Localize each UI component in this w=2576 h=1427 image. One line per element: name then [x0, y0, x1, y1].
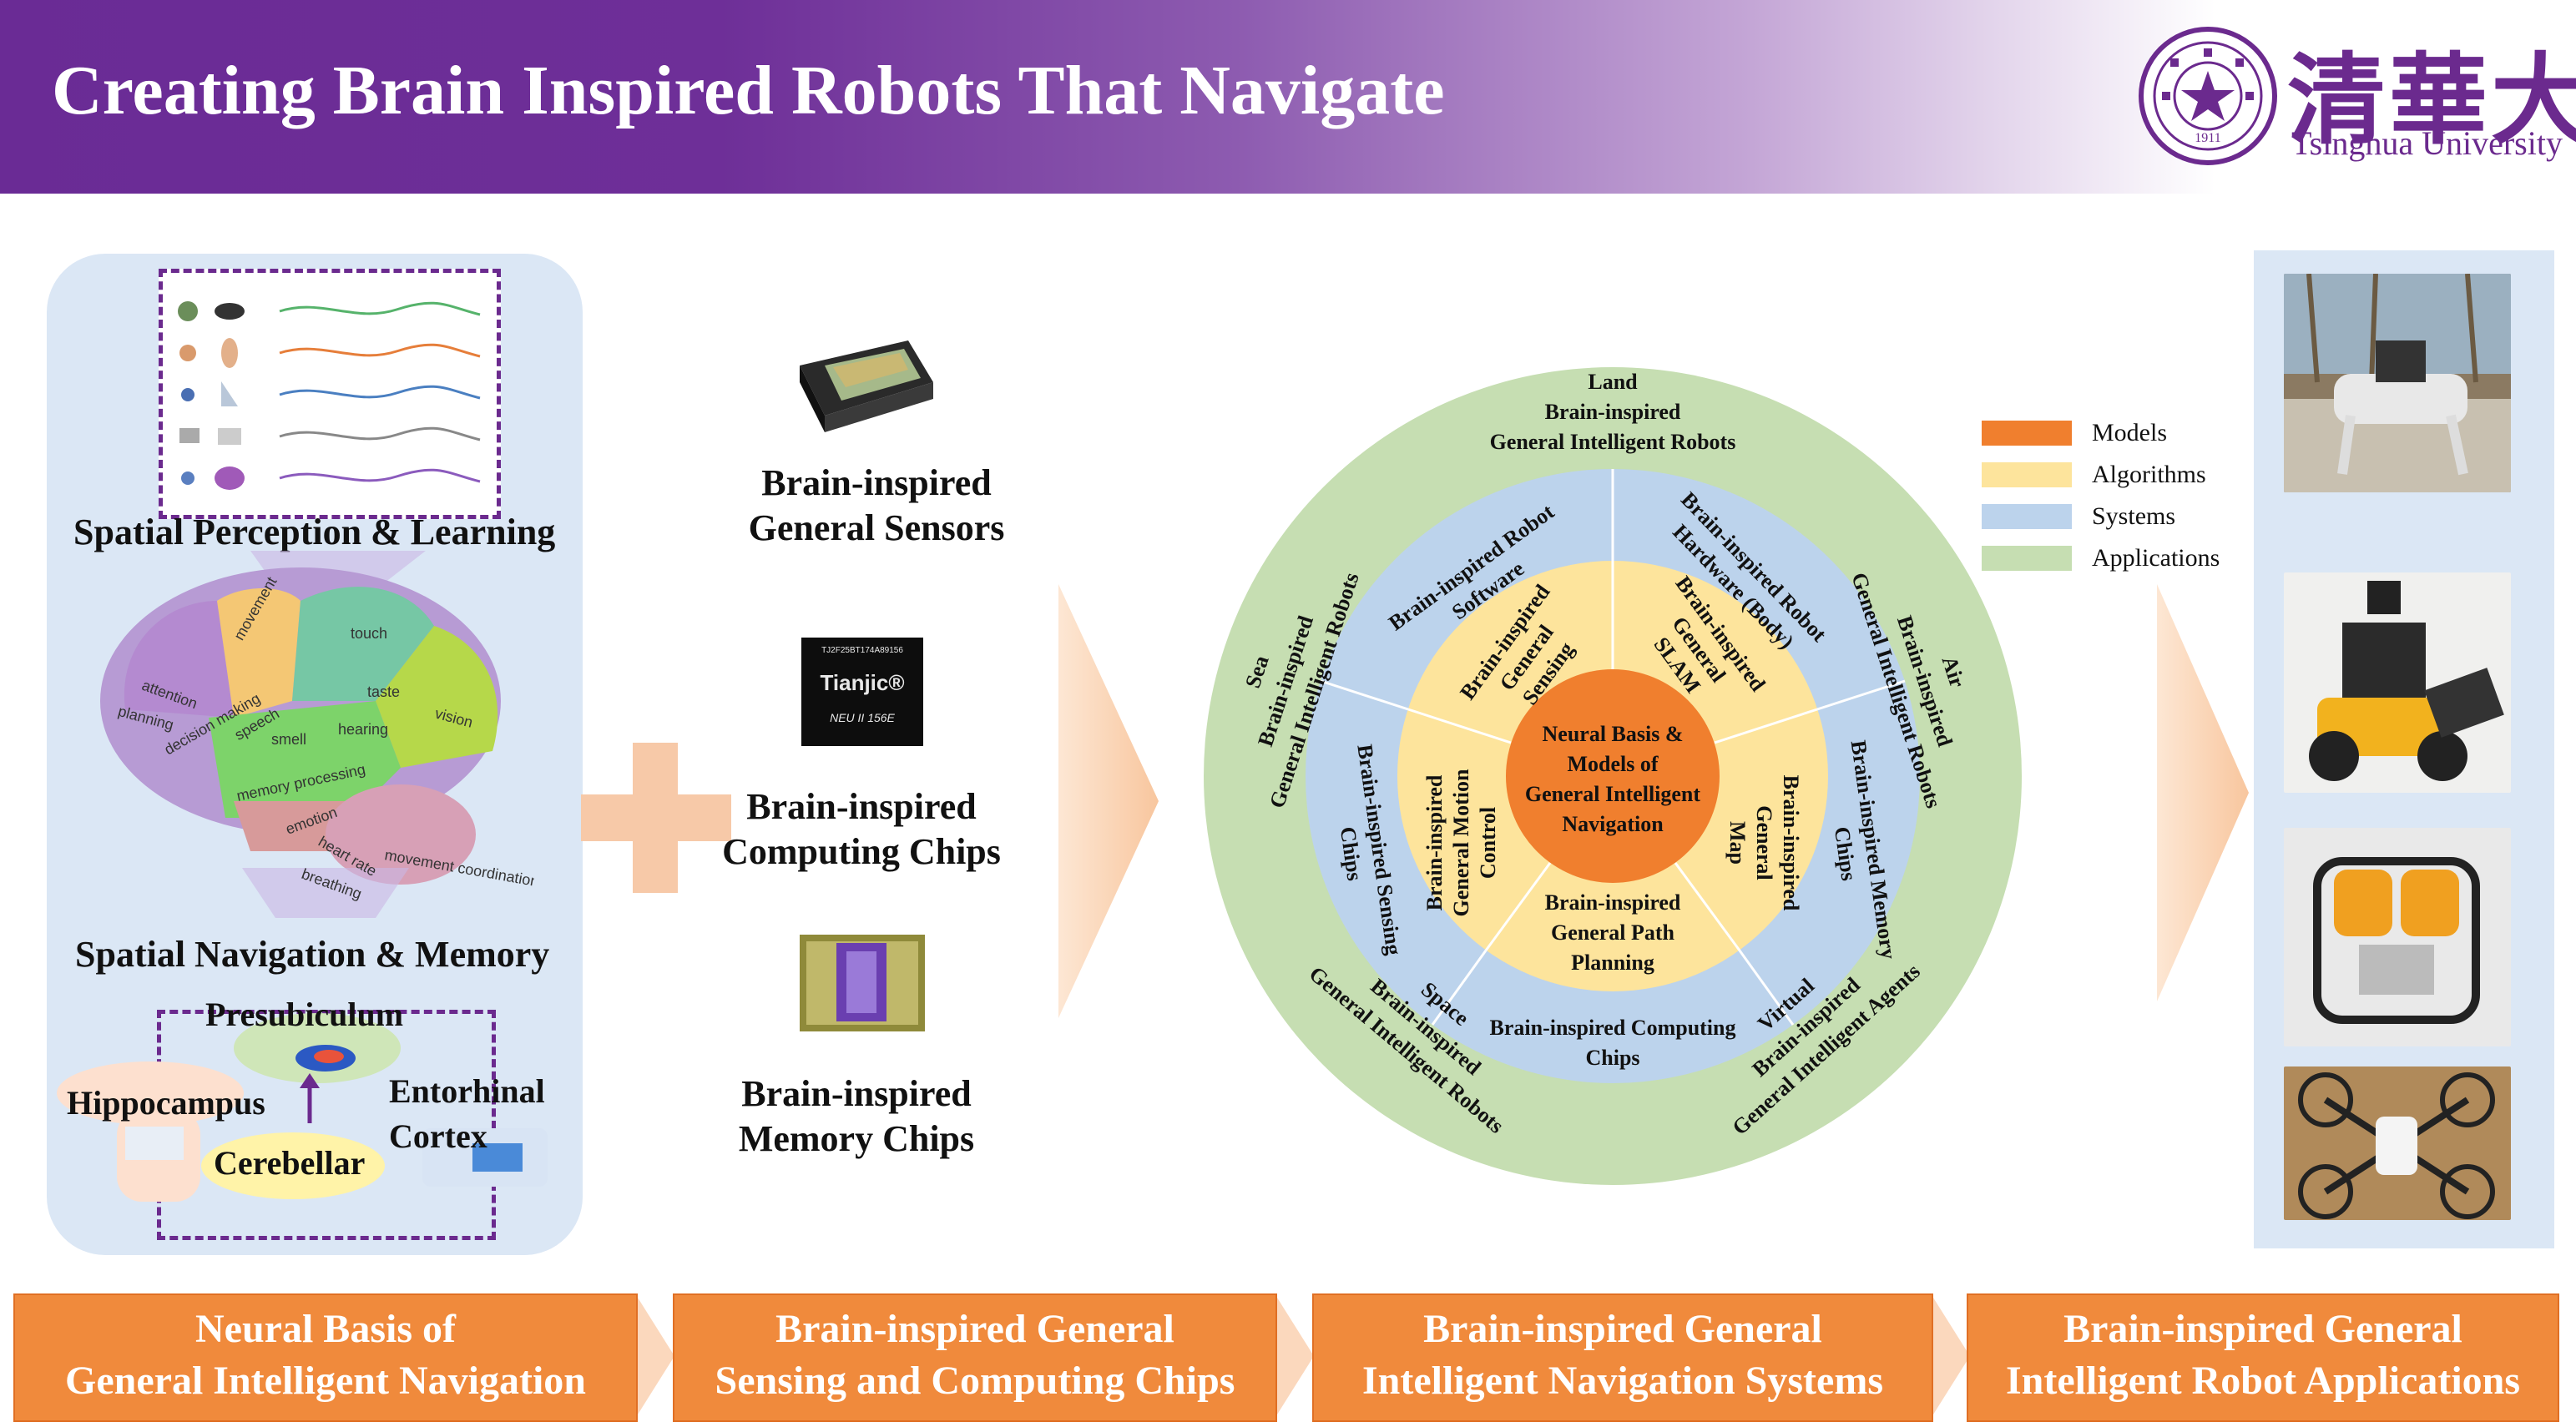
stage-arrow-icon — [638, 1298, 674, 1414]
memory-label-line2: Memory Chips — [738, 1118, 975, 1159]
hippocampus-icon — [57, 1061, 244, 1202]
algo-map-1: Brain-inspired — [1779, 775, 1803, 911]
perception-title: Spatial Perception & Learning — [73, 512, 556, 552]
quadruped-robot-image — [2284, 274, 2511, 492]
stage-2-line1: Brain-inspired General — [775, 1307, 1174, 1351]
presubiculum-label: Presubiculum — [205, 996, 404, 1033]
app-land-1: Land — [1588, 370, 1638, 394]
flow-chevron-icon — [1058, 584, 1159, 1018]
computing-label-line2: Computing Chips — [722, 831, 1001, 872]
flow-chevron-icon-2 — [2157, 584, 2249, 1001]
tianjic-model: NEU II 156E — [830, 711, 895, 724]
center-line3: General Intelligent — [1525, 782, 1700, 806]
cerebellar-icon — [201, 1132, 385, 1199]
brain-label-smell: smell — [271, 731, 306, 748]
legend-label: Models — [2092, 419, 2167, 446]
stage-2-line2: Sensing and Computing Chips — [715, 1359, 1235, 1403]
computing-label: Brain-inspired Computing Chips — [720, 784, 1003, 875]
tianjic-name: Tianjic® — [820, 670, 905, 695]
sensor-chip-icon — [800, 340, 933, 432]
brain-illustration: movement touch attention planning decisi… — [100, 551, 534, 918]
presubiculum-icon — [234, 1013, 401, 1083]
sensory-neurons-icon — [178, 301, 481, 490]
algo-path-2: General Path — [1551, 920, 1675, 945]
sensor-label: Brain-inspired General Sensors — [735, 461, 1018, 551]
perception-sense-illustration — [159, 269, 501, 519]
navigation-title: Spatial Navigation & Memory — [75, 934, 550, 975]
center-line1: Neural Basis & — [1543, 722, 1684, 746]
entorhinal-label-line2: Cortex — [389, 1117, 487, 1155]
legend-item-applications: Applications — [1982, 537, 2220, 579]
stage-applications: Brain-inspired General Intelligent Robot… — [1967, 1293, 2559, 1422]
brain-label-hearing: hearing — [338, 721, 388, 738]
brain-label-touch: touch — [351, 625, 387, 642]
plus-icon-bar — [581, 794, 731, 841]
arrow-up-icon — [300, 1073, 320, 1123]
algo-path-1: Brain-inspired — [1545, 890, 1681, 915]
stage-1-line2: General Intelligent Navigation — [65, 1359, 586, 1403]
legend: Models Algorithms Systems Applications — [1982, 412, 2220, 579]
page-title: Creating Brain Inspired Robots That Navi… — [52, 52, 1445, 129]
brain-label-taste: taste — [367, 683, 400, 700]
wheeled-robot-image — [2284, 572, 2511, 793]
university-name-cn: 清華大學 — [2287, 47, 2576, 156]
stage-neural-basis: Neural Basis of General Intelligent Navi… — [13, 1293, 638, 1422]
seal-year: 1911 — [2195, 131, 2220, 145]
drone-image — [2284, 1066, 2511, 1220]
legend-swatch — [1982, 462, 2072, 487]
legend-swatch — [1982, 546, 2072, 571]
stage-4-line2: Intelligent Robot Applications — [2005, 1359, 2521, 1403]
algo-motion-2: General Motion — [1449, 769, 1473, 916]
algo-map-2: General — [1752, 805, 1776, 880]
legend-item-systems: Systems — [1982, 496, 2220, 537]
navigation-wheel-diagram: Neural Basis & Models of General Intelli… — [1204, 367, 2022, 1185]
memory-chip-icon — [800, 935, 925, 1031]
hippocampus-label: Hippocampus — [67, 1084, 265, 1122]
models-core — [1506, 669, 1720, 883]
computing-label-line1: Brain-inspired — [746, 786, 977, 827]
stage-chips: Brain-inspired General Sensing and Compu… — [673, 1293, 1277, 1422]
sensor-label-line1: Brain-inspired — [761, 462, 992, 503]
legend-label: Systems — [2092, 502, 2176, 530]
app-land-3: General Intelligent Robots — [1490, 430, 1736, 454]
sys-computing-1: Brain-inspired Computing — [1490, 1016, 1736, 1040]
algo-path-3: Planning — [1571, 950, 1654, 975]
entorhinal-icon — [422, 1128, 548, 1187]
memory-label-line1: Brain-inspired — [741, 1073, 972, 1114]
cerebellar-label: Cerebellar — [214, 1144, 366, 1182]
stage-1-line1: Neural Basis of — [195, 1307, 456, 1351]
legend-swatch — [1982, 421, 2072, 446]
sensor-label-line2: General Sensors — [748, 507, 1005, 548]
center-line4: Navigation — [1562, 812, 1664, 836]
tianjic-serial: TJ2F25BT174A89156 — [821, 646, 903, 655]
legend-swatch — [1982, 504, 2072, 529]
app-land-2: Brain-inspired — [1545, 400, 1681, 424]
legend-item-models: Models — [1982, 412, 2220, 454]
university-seal-icon: 1911 — [2139, 27, 2277, 165]
center-line2: Models of — [1567, 752, 1658, 776]
legend-item-algorithms: Algorithms — [1982, 454, 2220, 496]
algo-motion-3: Control — [1476, 807, 1500, 879]
tianjic-chip: TJ2F25BT174A89156 Tianjic® NEU II 156E — [801, 638, 923, 746]
stage-3-line1: Brain-inspired General — [1423, 1307, 1822, 1351]
stage-4-line1: Brain-inspired General — [2063, 1307, 2462, 1351]
university-name-en: Tsinghua University — [2291, 124, 2563, 162]
algo-motion-1: Brain-inspired — [1422, 774, 1447, 910]
memory-label: Brain-inspired Memory Chips — [715, 1072, 998, 1162]
sys-computing-2: Chips — [1585, 1046, 1639, 1070]
stage-systems: Brain-inspired General Intelligent Navig… — [1312, 1293, 1933, 1422]
stage-3-line2: Intelligent Navigation Systems — [1362, 1359, 1883, 1403]
algo-map-3: Map — [1725, 821, 1750, 865]
legend-label: Applications — [2092, 544, 2220, 572]
underwater-robot-image — [2284, 828, 2511, 1046]
stage-arrow-icon — [1277, 1298, 1314, 1414]
stage-arrow-icon — [1933, 1298, 1970, 1414]
legend-label: Algorithms — [2092, 461, 2206, 488]
entorhinal-label-line1: Entorhinal — [389, 1072, 545, 1110]
